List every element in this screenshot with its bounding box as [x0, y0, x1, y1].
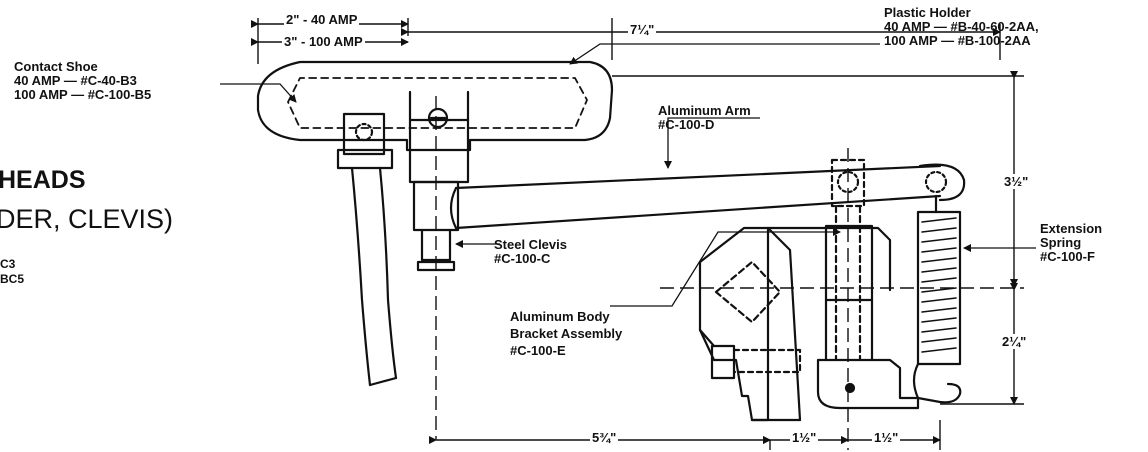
aluminum-arm-title: Aluminum Arm — [658, 103, 751, 118]
dimension-base-left: 5¾" — [590, 430, 619, 445]
dimension-base-right: 1½" — [872, 430, 901, 445]
extension-spring-part: #C-100-F — [1040, 249, 1095, 264]
aluminum-body-subtitle: Bracket Assembly — [510, 326, 623, 341]
cable-connector — [336, 112, 394, 170]
extension-spring — [912, 194, 962, 404]
contact-shoe-label: Contact Shoe 40 AMP — #C-40-B3 100 AMP —… — [14, 60, 151, 102]
contact-shoe-100amp: 100 AMP — #C-100-B5 — [14, 87, 152, 102]
dimension-width-100amp: 3" - 100 AMP — [282, 34, 365, 49]
plastic-holder-40amp: 40 AMP — #B-40-60-2AA, — [884, 19, 1039, 34]
cable — [350, 166, 398, 387]
steel-clevis-title: Steel Clevis — [494, 237, 567, 252]
contact-shoe-40amp: 40 AMP — #C-40-B3 — [14, 73, 137, 88]
clevis-post — [408, 90, 470, 272]
aluminum-body-title: Aluminum Body — [510, 309, 610, 324]
aluminum-arm-label: Aluminum Arm #C-100-D — [658, 104, 751, 132]
contact-shoe — [287, 77, 588, 129]
heading-line2: DER, CLEVIS) — [0, 204, 174, 234]
aluminum-body-part: #C-100-E — [510, 343, 566, 358]
aluminum-arm-part: #C-100-D — [658, 117, 715, 132]
dimension-height-lower: 2¼" — [1000, 334, 1029, 349]
extension-spring-subtitle: Spring — [1040, 235, 1082, 250]
plastic-holder-label: Plastic Holder 40 AMP — #B-40-60-2AA, 10… — [884, 6, 1039, 48]
dimension-overall-length: 7¼" — [628, 22, 657, 37]
extension-spring-title: Extension — [1040, 221, 1103, 236]
extension-spring-label: Extension Spring #C-100-F — [1040, 222, 1102, 264]
plastic-holder-title: Plastic Holder — [884, 5, 971, 20]
heading-code-1: C3 — [0, 257, 16, 271]
bracket-post — [824, 224, 874, 362]
heading-code-2: BC5 — [0, 272, 25, 286]
heading-line1: HEADS — [0, 166, 86, 194]
steel-clevis-part: #C-100-C — [494, 251, 551, 266]
steel-clevis-label: Steel Clevis #C-100-C — [494, 238, 567, 266]
aluminum-arm — [449, 158, 966, 230]
dimension-width-40amp: 2" - 40 AMP — [284, 12, 360, 27]
body-bracket — [698, 226, 920, 422]
contact-shoe-title: Contact Shoe — [14, 59, 98, 74]
plastic-holder-100amp: 100 AMP — #B-100-2AA — [884, 33, 1031, 48]
plastic-holder — [256, 60, 614, 152]
aluminum-body-label: Aluminum Body Bracket Assembly #C-100-E — [510, 308, 622, 359]
dimension-height-upper: 3½" — [1002, 174, 1031, 189]
dimension-base-mid: 1½" — [790, 430, 819, 445]
